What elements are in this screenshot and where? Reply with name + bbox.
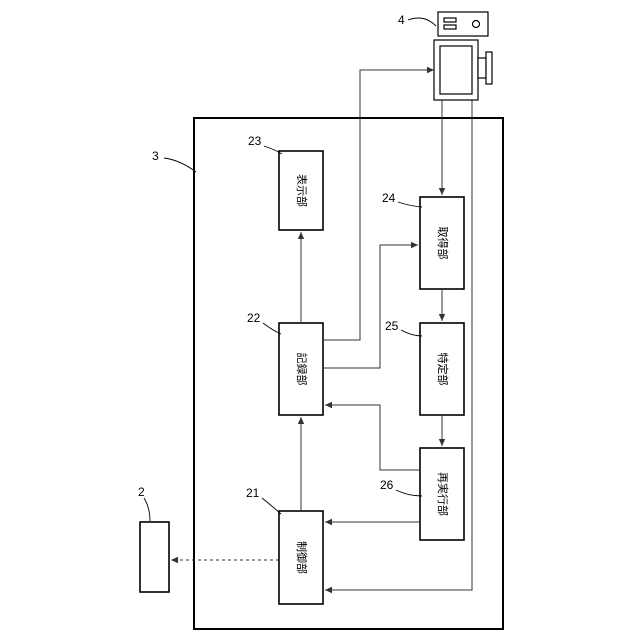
ref-display: 23 bbox=[248, 134, 262, 148]
leader-device bbox=[144, 498, 150, 521]
acquire-unit-label: 取得部 bbox=[436, 227, 450, 260]
replay-to-record-arrow bbox=[325, 405, 420, 470]
leader-control bbox=[262, 498, 281, 514]
ref-system: 3 bbox=[152, 149, 159, 163]
record-unit-label: 記録部 bbox=[295, 353, 309, 386]
ref-identify: 25 bbox=[385, 319, 399, 333]
ref-device: 2 bbox=[138, 485, 145, 499]
display-unit-label: 表示部 bbox=[295, 174, 309, 207]
leader-replay bbox=[396, 490, 422, 496]
ref-replay: 26 bbox=[380, 478, 394, 492]
ref-record: 22 bbox=[247, 311, 261, 325]
record-to-terminal-arrow bbox=[323, 70, 434, 340]
identify-unit-label: 特定部 bbox=[436, 353, 450, 386]
leader-system bbox=[164, 158, 196, 172]
ref-control: 21 bbox=[246, 486, 260, 500]
replay-unit-label: 再実行部 bbox=[436, 472, 450, 516]
ref-terminal: 4 bbox=[398, 13, 405, 27]
leader-display bbox=[264, 146, 282, 154]
leader-identify bbox=[401, 330, 422, 336]
control-unit-label: 制御部 bbox=[295, 541, 309, 574]
leader-terminal bbox=[408, 18, 436, 26]
computer-terminal-icon bbox=[434, 12, 492, 100]
leader-acquire bbox=[398, 202, 422, 207]
ref-acquire: 24 bbox=[382, 191, 396, 205]
record-to-acquire-arrow bbox=[323, 245, 418, 368]
external-device-box bbox=[140, 522, 169, 592]
